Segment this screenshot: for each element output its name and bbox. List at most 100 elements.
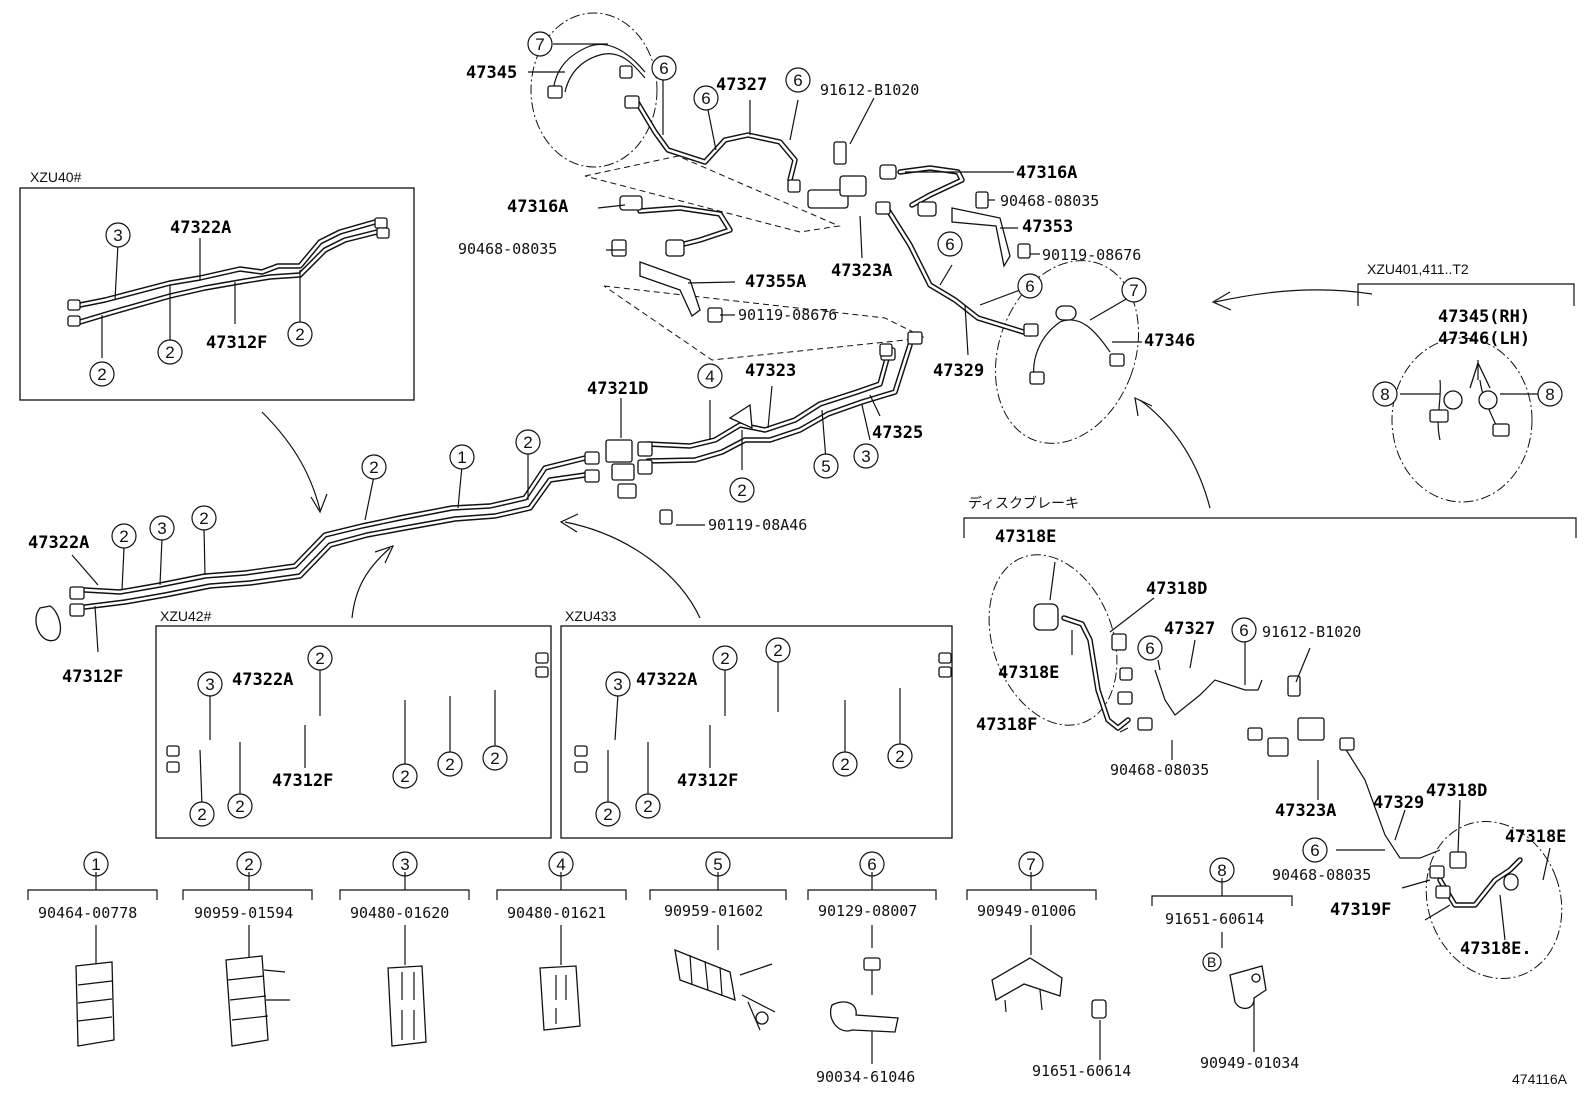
callout-6-37: 6 [1137, 635, 1163, 661]
svg-text:3: 3 [205, 675, 214, 694]
callout-2-18: 2 [191, 505, 217, 531]
label-90468-08035-left: 90468-08035 [458, 240, 557, 258]
part-labels: 47345 47327 91612-B1020 47316A 90468-080… [28, 63, 1566, 959]
legend-part-4: 90480-01621 [507, 904, 606, 922]
dashdot-group-xzu401 [1391, 337, 1533, 503]
direction-arrows [261, 289, 1373, 619]
svg-text:7: 7 [535, 35, 544, 54]
legend-clip-6 [829, 957, 899, 1033]
svg-text:3: 3 [157, 519, 166, 538]
label-47322a-xzu433: 47322A [636, 670, 697, 690]
callout-7-0: 7 [527, 31, 553, 57]
fittings [35, 65, 1519, 899]
svg-text:2: 2 [197, 805, 206, 824]
dashed-group-upper [584, 155, 841, 233]
legend-part-3: 90480-01620 [350, 904, 449, 922]
legend-part-5: 90959-01602 [664, 902, 763, 920]
label-47319f: 47319F [1330, 900, 1391, 920]
svg-text:2: 2 [97, 365, 106, 384]
svg-text:8: 8 [1217, 861, 1226, 880]
label-47316a-left: 47316A [507, 197, 568, 217]
svg-text:1: 1 [457, 448, 466, 467]
legend-part-8: 91651-60614 [1165, 910, 1264, 928]
label-47316a-right: 47316A [1016, 163, 1077, 183]
inset-title-xzu433: XZU433 [565, 608, 617, 624]
svg-text:2: 2 [490, 749, 499, 768]
label-90119-08a46: 90119-08A46 [708, 516, 807, 534]
label-47312f-xzu42: 47312F [272, 771, 333, 791]
svg-text:6: 6 [1145, 639, 1154, 658]
callout-2-10: 2 [729, 477, 755, 503]
svg-text:2: 2 [165, 343, 174, 362]
legend-clip-1 [75, 961, 115, 1047]
drawing-number: 474116A [1512, 1071, 1568, 1087]
callout-6-38: 6 [1231, 617, 1257, 643]
inset-xzu401-bracket [1357, 283, 1575, 306]
label-47346-lh: 47346(LH) [1438, 329, 1530, 349]
callout-3-19: 3 [105, 222, 131, 248]
svg-text:2: 2 [244, 855, 253, 874]
disc-tubes [1061, 615, 1523, 908]
svg-text:2: 2 [895, 747, 904, 766]
legend-clip-8: B [1202, 952, 1267, 1009]
label-47323a: 47323A [831, 261, 892, 281]
svg-text:2: 2 [643, 797, 652, 816]
svg-text:4: 4 [705, 367, 714, 386]
callout-2-13: 2 [361, 454, 387, 480]
svg-text:1: 1 [91, 855, 100, 874]
svg-text:2: 2 [840, 755, 849, 774]
svg-text:5: 5 [821, 457, 830, 476]
callout-6-2: 6 [693, 85, 719, 111]
label-47329: 47329 [933, 361, 984, 381]
callout-2-26: 2 [227, 793, 253, 819]
callout-2-27: 2 [392, 763, 418, 789]
callout-4-9: 4 [697, 363, 723, 389]
leader-lines [71, 43, 1551, 941]
legend-part-1: 90464-00778 [38, 904, 137, 922]
label-90119-08676-right: 90119-08676 [1042, 246, 1141, 264]
label-47312f-xzu40: 47312F [206, 333, 267, 353]
svg-text:2: 2 [720, 649, 729, 668]
callout-3-23: 3 [197, 671, 223, 697]
svg-text:3: 3 [113, 226, 122, 245]
svg-text:4: 4 [556, 855, 565, 874]
callout-2-20: 2 [157, 339, 183, 365]
legend: 90464-00778 90959-01594 90480-01620 9048… [27, 872, 1299, 1086]
callout-2-29: 2 [482, 745, 508, 771]
callout-6-45: 6 [859, 851, 885, 877]
callout-2-34: 2 [635, 793, 661, 819]
callout-2-35: 2 [832, 751, 858, 777]
label-47322a-main: 47322A [28, 533, 89, 553]
label-47318d-b: 47318D [1426, 781, 1487, 801]
callout-2-28: 2 [437, 751, 463, 777]
legend-part-6: 90129-08007 [818, 902, 917, 920]
svg-text:2: 2 [773, 641, 782, 660]
label-47345: 47345 [466, 63, 517, 83]
legend-part-2: 90959-01594 [194, 904, 293, 922]
label-47322a-xzu42: 47322A [232, 670, 293, 690]
svg-text:2: 2 [235, 797, 244, 816]
label-47318e-d: 47318E. [1460, 939, 1532, 959]
label-47327-disc: 47327 [1164, 619, 1215, 639]
svg-text:3: 3 [613, 675, 622, 694]
label-47325: 47325 [872, 423, 923, 443]
callout-3-17: 3 [149, 515, 175, 541]
label-47318f: 47318F [976, 715, 1037, 735]
label-91612-b1020: 91612-B1020 [820, 81, 919, 99]
callout-2-24: 2 [307, 645, 333, 671]
label-90468-08035-disc-b: 90468-08035 [1272, 866, 1371, 884]
main-tubes [82, 342, 913, 610]
legend-sub-8: 90949-01034 [1200, 1054, 1299, 1072]
label-47312f-main: 47312F [62, 667, 123, 687]
dashdot-group-47345 [530, 12, 658, 168]
callout-6-39: 6 [1302, 837, 1328, 863]
callout-2-16: 2 [111, 523, 137, 549]
inset-xzu433-frame [560, 625, 953, 839]
inset-title-xzu40: XZU40# [30, 169, 82, 185]
label-47323: 47323 [745, 361, 796, 381]
svg-text:2: 2 [119, 527, 128, 546]
inset-title-xzu401: XZU401,411..T2 [1367, 261, 1469, 277]
callout-1-14: 1 [449, 444, 475, 470]
